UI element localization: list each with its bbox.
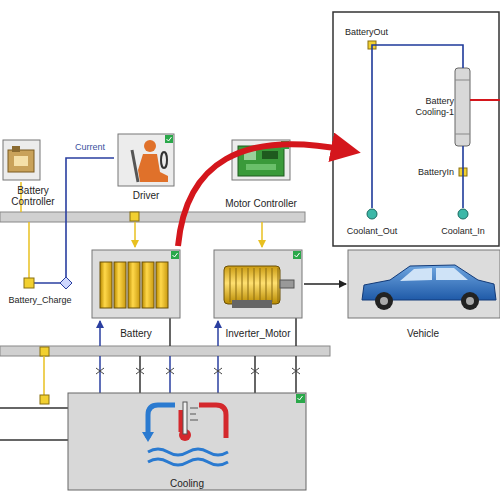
diagram-node: Driver <box>114 132 178 202</box>
connector <box>462 146 464 208</box>
cooling-cylinder <box>455 68 470 146</box>
diagram-node: Coolant_In <box>438 208 488 238</box>
diagram-node: Battery Cooling-1 <box>410 68 472 146</box>
vehicle-icon <box>348 250 500 318</box>
diagram-node: Motor Controller <box>224 138 298 210</box>
connector <box>66 158 114 277</box>
heat-port-wire <box>470 99 500 101</box>
inset-frame <box>333 12 499 246</box>
node-label: Coolant_Out <box>347 226 398 237</box>
node-label: Vehicle <box>407 328 439 339</box>
connector <box>304 283 346 285</box>
battery-controller-icon <box>3 140 40 180</box>
node-label: Driver <box>133 190 160 201</box>
signal-bus <box>0 212 305 222</box>
connector <box>372 45 463 208</box>
zoom-arrow <box>178 144 346 246</box>
battery-icon <box>92 250 180 318</box>
node-label: Battery Controller <box>2 185 64 207</box>
node-label: Coolant_In <box>441 226 485 237</box>
diagram-node: Inverter_Motor <box>212 248 304 340</box>
diagram-node: Battery_Charge <box>2 277 78 307</box>
diagram-node: Vehicle <box>346 248 500 340</box>
node-label: Motor Controller <box>225 198 297 209</box>
diagram-node: Cooling <box>68 393 306 490</box>
node-label: Battery_Charge <box>8 295 71 306</box>
node-label: Battery Cooling-1 <box>411 96 454 118</box>
node-label: Battery <box>120 328 152 339</box>
diagram-node: Battery <box>90 248 182 340</box>
diagram-node: Battery Controller <box>1 138 65 208</box>
port-name: BatteryIn <box>418 167 454 177</box>
charge-port <box>24 278 34 288</box>
node-label: Cooling <box>170 478 204 489</box>
coolant-port <box>367 209 377 219</box>
cooling-icon <box>68 393 306 490</box>
bus-port <box>130 212 139 221</box>
node-label: Inverter_Motor <box>225 328 290 339</box>
port-name: BatteryOut <box>345 27 388 37</box>
wire-break-marks <box>96 368 300 374</box>
bus-port <box>40 347 49 356</box>
signal-bus <box>0 346 330 356</box>
sum-diamond <box>60 277 72 289</box>
signal-name: Current <box>73 142 107 152</box>
driver-icon <box>118 134 174 186</box>
inverter-motor-icon <box>214 250 302 318</box>
diagram-node: Coolant_Out <box>344 208 401 238</box>
coolant-port <box>458 209 468 219</box>
